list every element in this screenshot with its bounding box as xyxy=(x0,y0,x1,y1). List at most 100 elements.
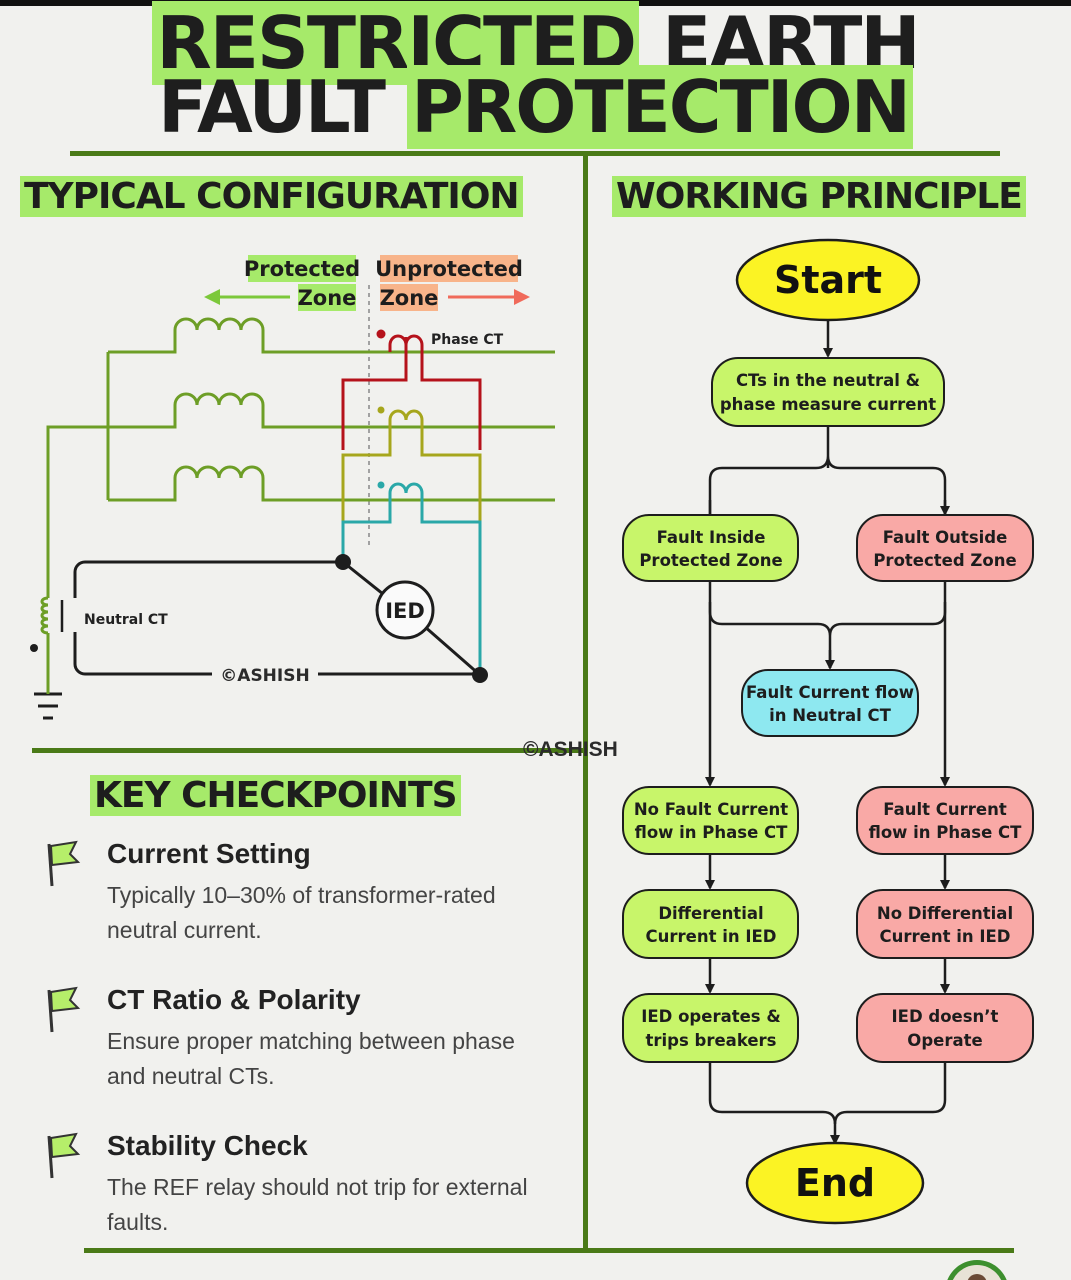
ied-trips-label-1: IED operates & xyxy=(641,1007,781,1026)
fault-outside-node xyxy=(856,514,1034,582)
ied-no-operate-node xyxy=(856,993,1034,1063)
arrow-right-icon xyxy=(448,289,530,305)
winding-2-icon xyxy=(160,392,555,429)
section-typical-configuration: TYPICAL CONFIGURATION xyxy=(20,175,523,219)
neutral-to-ground-wire xyxy=(46,425,108,598)
bottom-rule xyxy=(84,1248,1014,1253)
neutral-flow-label-1: Fault Current flow xyxy=(746,683,914,702)
ref-configuration-diagram: Protected Zone Unprotected Zone Phase CT xyxy=(30,255,555,720)
neutral-star-wire xyxy=(106,350,160,502)
checkpoint-description: The REF relay should not trip for extern… xyxy=(107,1174,528,1235)
unprotected-zone-bg-2 xyxy=(380,284,438,311)
checkpoint-heading: Stability Check xyxy=(107,1130,308,1161)
no-differential-label-1: No Differential xyxy=(877,904,1013,923)
winding-1-icon xyxy=(160,317,555,354)
fault-outside-label-2: Protected Zone xyxy=(873,551,1016,570)
winding-3-icon xyxy=(160,465,555,502)
arrow-measure-split xyxy=(708,426,947,514)
unprotected-zone-label-1: Unprotected xyxy=(375,257,523,281)
checkpoint-current-setting: Current Setting Typically 10–30% of tran… xyxy=(40,838,560,948)
ied-link-upper xyxy=(342,560,384,596)
ied-trips-label-2: trips breakers xyxy=(645,1031,776,1050)
ied-no-operate-label-2: Operate xyxy=(907,1031,982,1050)
top-rule xyxy=(70,151,1000,156)
fault-current-label-2: flow in Phase CT xyxy=(869,823,1023,842)
unprotected-zone-bg-1 xyxy=(380,255,518,282)
phase-ct-olive-icon xyxy=(388,409,424,427)
neutral-ct-lower-wire xyxy=(73,632,480,676)
no-fault-label-1: No Fault Current xyxy=(634,800,788,819)
neutral-ct-dot xyxy=(30,644,38,652)
start-node xyxy=(735,238,921,322)
differential-label-1: Differential xyxy=(658,904,763,923)
fault-current-label-1: Fault Current xyxy=(883,800,1007,819)
no-fault-current-node xyxy=(622,786,799,855)
mid-rule xyxy=(32,748,583,753)
ied-no-operate-label-1: IED doesn’t xyxy=(892,1007,999,1026)
phase-ct-teal-loop xyxy=(341,500,482,675)
phase-ct-teal-dot xyxy=(377,481,385,489)
arrow-left-icon xyxy=(204,289,290,305)
ied-trips-node xyxy=(622,993,799,1063)
neutral-ct-icon xyxy=(40,596,49,635)
fault-inside-label-2: Protected Zone xyxy=(639,551,782,570)
protected-zone-label-1: Protected xyxy=(244,257,360,281)
diagram-watermark: ©ASHISH xyxy=(220,666,309,686)
junction-upper-dot xyxy=(335,554,351,570)
section-working-principle: WORKING PRINCIPLE xyxy=(612,175,1026,219)
no-differential-node xyxy=(856,889,1034,959)
protected-zone-bg-2 xyxy=(298,284,356,311)
fault-inside-node xyxy=(622,514,799,582)
end-node xyxy=(745,1141,925,1225)
measure-label-1: CTs in the neutral & xyxy=(736,371,920,390)
center-watermark: ©ASHISH xyxy=(523,738,618,761)
working-principle-flowchart: Start CTs in the neutral & phase measure… xyxy=(622,238,1034,1225)
phase-ct-red-loop xyxy=(341,337,482,450)
flag-icon xyxy=(47,1132,81,1179)
checkpoint-heading: CT Ratio & Polarity xyxy=(107,984,361,1015)
flag-icon xyxy=(47,840,81,887)
title-text-2: FAULT xyxy=(158,65,386,149)
neutral-flow-label-2: in Neutral CT xyxy=(769,706,892,725)
phase-ct-olive-dot xyxy=(377,406,385,414)
fault-inside-label-1: Fault Inside xyxy=(657,528,766,547)
avatar xyxy=(947,1260,1007,1280)
ied-label: IED xyxy=(385,599,425,623)
no-differential-label-2: Current in IED xyxy=(880,927,1011,946)
measure-node xyxy=(711,357,945,427)
phase-ct-red-dot xyxy=(376,329,386,339)
arrow-split-heads xyxy=(708,500,945,514)
arrow-merge-to-neutral xyxy=(708,602,947,668)
phase-ct-teal-icon xyxy=(388,482,424,500)
neutral-ct-label: Neutral CT xyxy=(84,612,168,628)
differential-label-2: Current in IED xyxy=(646,927,777,946)
flag-icon xyxy=(47,986,81,1033)
fault-outside-label-1: Fault Outside xyxy=(883,528,1008,547)
checkpoint-stability-check: Stability Check The REF relay should not… xyxy=(40,1130,560,1240)
ied-link-lower xyxy=(423,624,481,677)
measure-label-2: phase measure current xyxy=(720,395,936,414)
center-divider xyxy=(583,156,588,1252)
protected-zone-label-2: Zone xyxy=(298,286,357,310)
junction-lower-dot xyxy=(472,667,488,683)
phase-ct-olive-loop xyxy=(341,427,482,525)
page-title-line2: FAULT PROTECTION xyxy=(0,65,1071,149)
no-fault-label-2: flow in Phase CT xyxy=(635,823,789,842)
title-highlight-2: PROTECTION xyxy=(407,65,913,149)
protected-zone-bg-1 xyxy=(248,255,356,282)
unprotected-zone-label-2: Zone xyxy=(380,286,439,310)
arrow-to-end-merge xyxy=(708,1062,947,1125)
neutral-ct-upper-wire xyxy=(73,560,343,598)
start-label: Start xyxy=(774,258,882,302)
checkpoint-heading: Current Setting xyxy=(107,838,311,869)
fault-current-node xyxy=(856,786,1034,855)
neutral-flow-node xyxy=(741,669,919,737)
end-label: End xyxy=(795,1161,875,1205)
ied-relay-icon xyxy=(375,580,435,640)
ground-icon xyxy=(34,692,62,720)
phase-ct-label: Phase CT xyxy=(431,332,504,348)
differential-node xyxy=(622,889,799,959)
checkpoint-ct-ratio-polarity: CT Ratio & Polarity Ensure proper matchi… xyxy=(40,984,560,1094)
